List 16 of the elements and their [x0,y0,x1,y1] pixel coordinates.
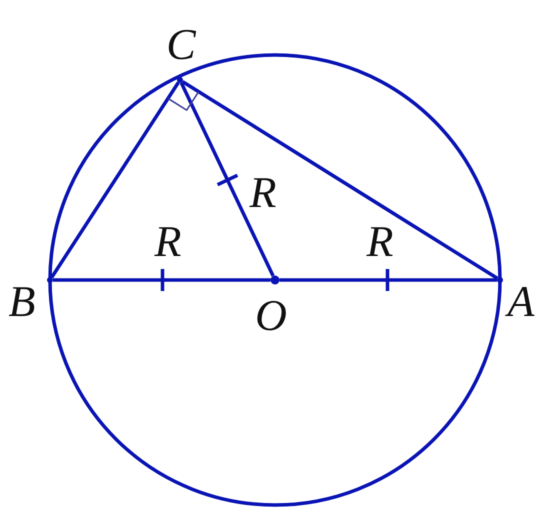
point [497,277,503,283]
point [177,77,183,83]
point-label: A [508,280,534,324]
line-segment [280,278,497,282]
point [47,277,53,283]
line-segment [50,82,180,278]
point-label: C [166,23,196,67]
point-label: B [8,280,36,324]
point [270,276,280,284]
length-label: R [366,220,394,264]
line-segment [180,82,275,277]
length-label: R [250,171,276,215]
line-segment [53,278,270,282]
length-label: R [154,220,182,264]
point-label: O [255,294,287,338]
line-segment [182,80,498,280]
